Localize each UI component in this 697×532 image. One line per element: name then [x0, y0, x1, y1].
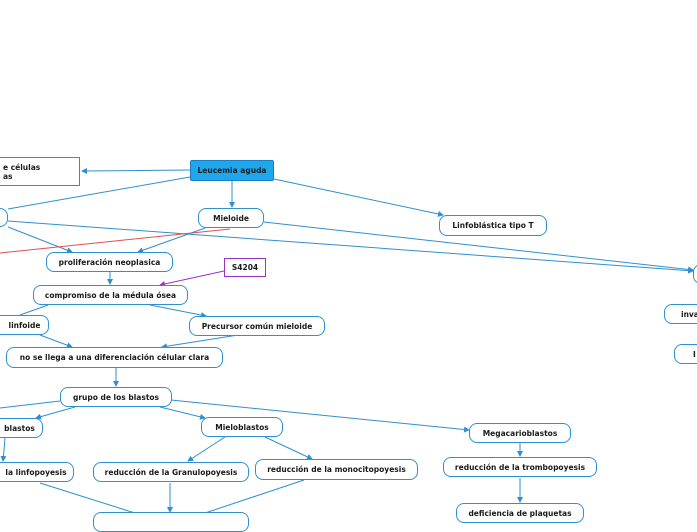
node-right-inva[interactable]: inva	[664, 304, 697, 324]
node-mieloide[interactable]: Mieloide	[198, 208, 264, 228]
node-trombopoyesis[interactable]: reducción de la trombopoyesis	[443, 457, 597, 477]
connector-layer	[0, 167, 694, 514]
node-mieloblastos[interactable]: Mieloblastos	[201, 417, 283, 437]
node-grupo-blastos[interactable]: grupo de los blastos	[60, 387, 172, 407]
node-linfoblastica-t[interactable]: Linfoblástica tipo T	[439, 215, 547, 236]
node-leucemia-aguda[interactable]: Leucemia aguda	[190, 160, 274, 181]
node-proliferacion[interactable]: proliferación neoplasica	[46, 252, 173, 272]
node-bottom-partial[interactable]	[93, 512, 249, 532]
node-granulopoyesis[interactable]: reducción de la Granulopoyesis	[93, 462, 249, 482]
node-megacarioblastos[interactable]: Megacarioblastos	[469, 423, 571, 443]
node-celulas[interactable]: e células as	[0, 157, 80, 186]
tag-s4204[interactable]: S4204	[224, 258, 266, 277]
node-monocitopoyesis[interactable]: reducción de la monocitopoyesis	[255, 459, 418, 480]
node-linfopoyesis[interactable]: la linfopoyesis	[0, 462, 74, 482]
node-diferenciacion[interactable]: no se llega a una diferenciación célular…	[6, 347, 223, 368]
node-plaquetas[interactable]: deficiencia de plaquetas	[456, 503, 584, 523]
node-linfoide[interactable]: linfoide	[0, 315, 49, 335]
node-right-i[interactable]: I	[674, 344, 697, 364]
node-compromiso[interactable]: compromiso de la médula ósea	[33, 285, 188, 305]
node-linfoblastos[interactable]: blastos	[0, 418, 43, 438]
node-precursor-mieloide[interactable]: Precursor común mieloide	[189, 316, 325, 336]
